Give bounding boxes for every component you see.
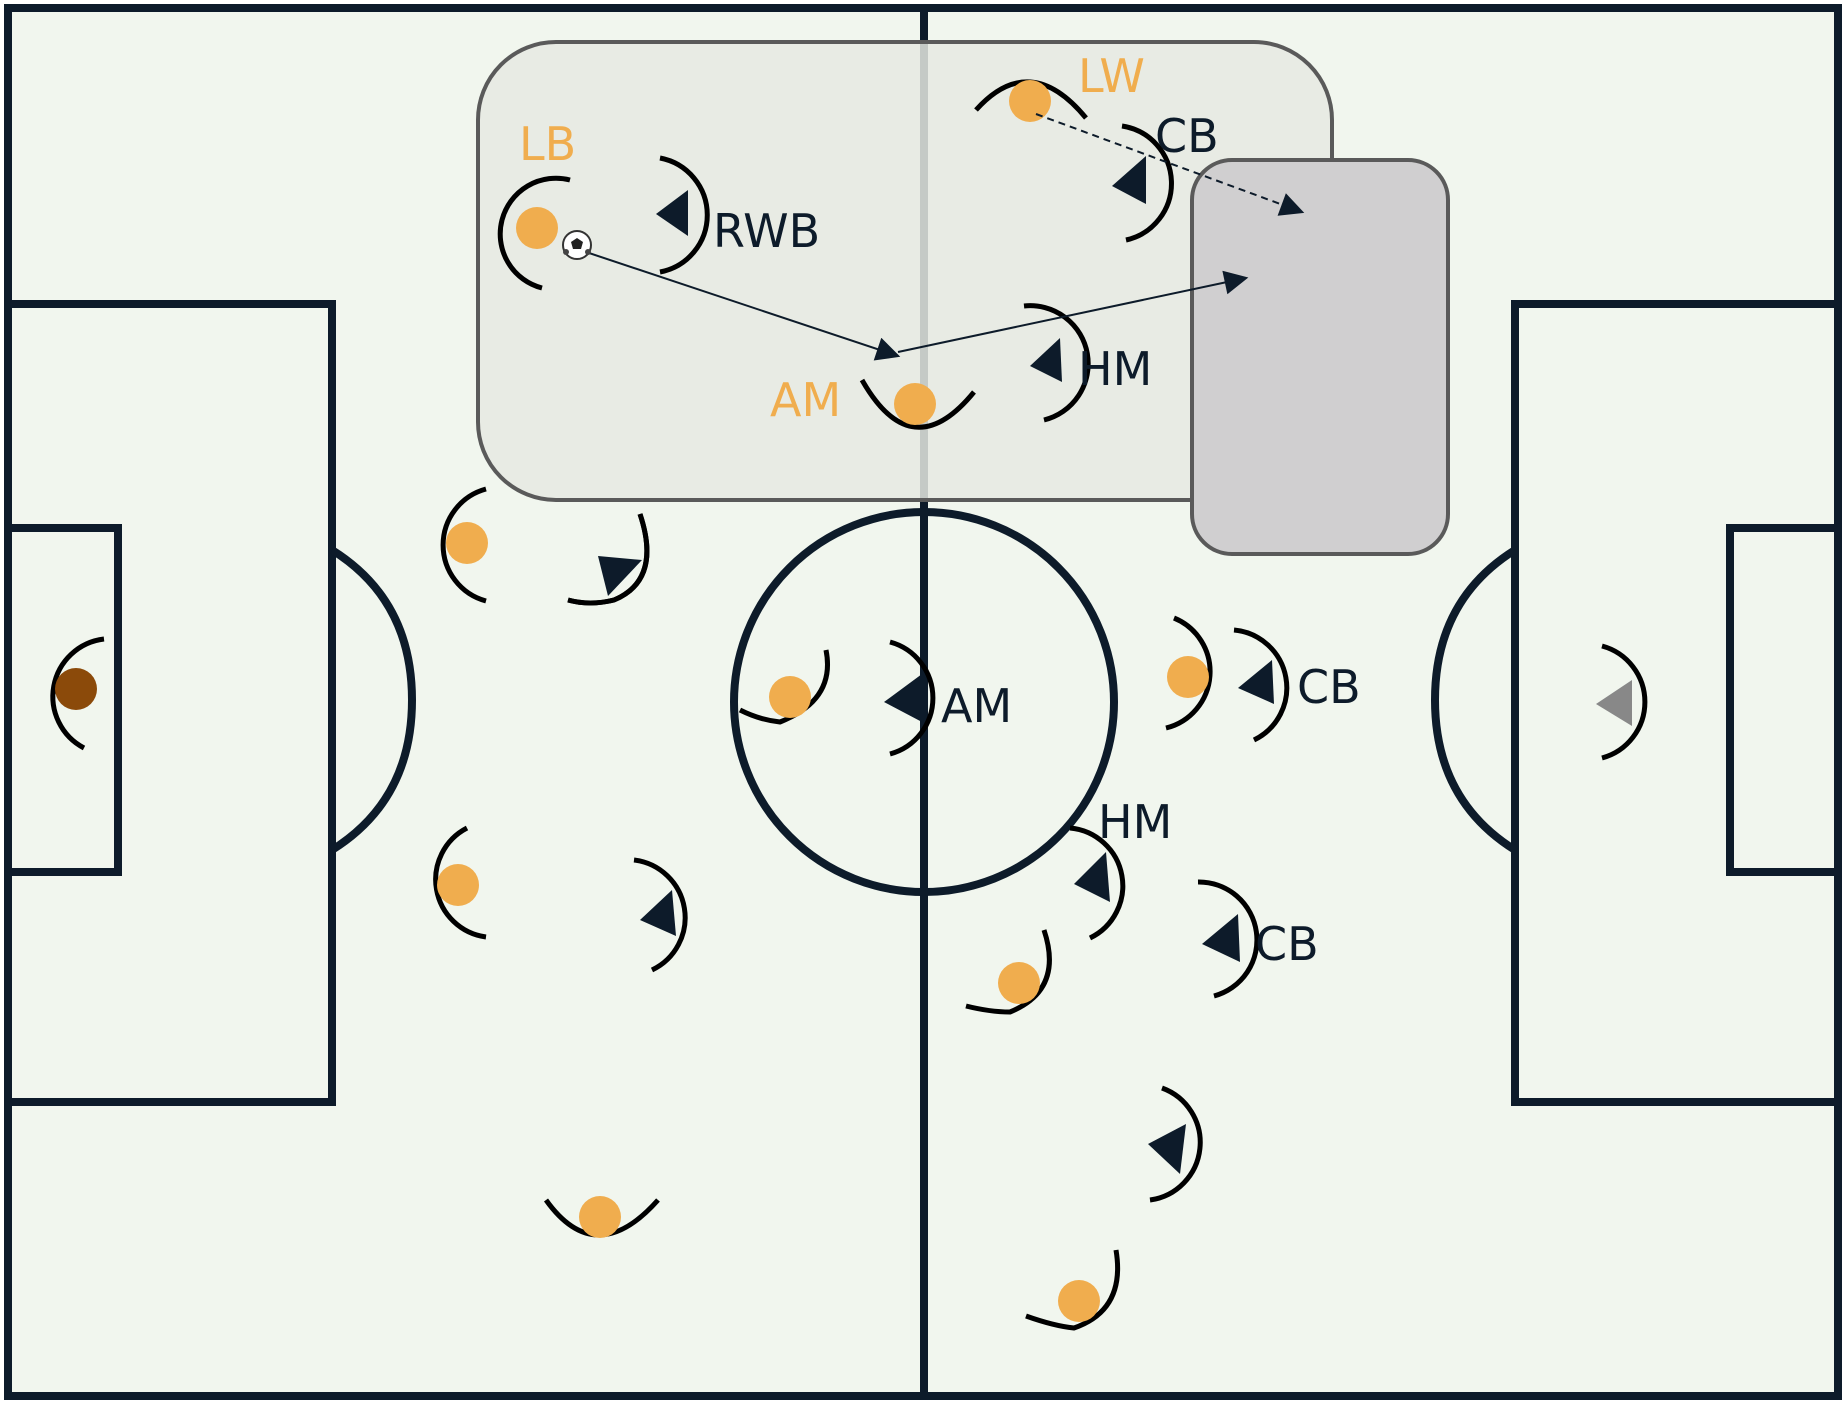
label-cb-low: CB bbox=[1255, 917, 1319, 971]
pass-arrow bbox=[897, 270, 1249, 353]
label-am-away: AM bbox=[941, 679, 1012, 733]
pass-arrow bbox=[579, 249, 901, 361]
home-player[interactable] bbox=[1025, 1249, 1121, 1331]
labels: LB LW AM RWB CB HM AM CB HM CB bbox=[519, 49, 1361, 971]
right-penalty-arc bbox=[1430, 546, 1518, 854]
away-player-hm[interactable] bbox=[1023, 303, 1091, 423]
home-player[interactable] bbox=[433, 825, 487, 940]
away-player[interactable] bbox=[567, 513, 650, 606]
label-cb-mid: CB bbox=[1297, 660, 1361, 714]
away-player-hm[interactable] bbox=[1069, 825, 1126, 941]
centre-circle bbox=[730, 508, 1118, 896]
label-rwb: RWB bbox=[713, 204, 820, 258]
home-player[interactable] bbox=[440, 486, 488, 604]
away-player[interactable] bbox=[633, 857, 688, 973]
home-team bbox=[50, 79, 1213, 1331]
label-hm-mid: HM bbox=[1098, 795, 1172, 849]
home-goalkeeper[interactable] bbox=[50, 636, 105, 751]
away-goalkeeper[interactable] bbox=[1596, 643, 1648, 761]
label-am-home: AM bbox=[770, 373, 841, 427]
home-player[interactable] bbox=[965, 929, 1052, 1015]
home-player[interactable] bbox=[738, 649, 830, 725]
home-player[interactable] bbox=[1165, 615, 1213, 731]
left-goal-area bbox=[4, 524, 122, 876]
right-goal-area bbox=[1726, 524, 1842, 876]
away-player-rwb[interactable] bbox=[656, 155, 710, 275]
label-hm-top: HM bbox=[1078, 342, 1152, 396]
home-player-lw[interactable] bbox=[974, 79, 1088, 122]
home-player-am[interactable] bbox=[859, 378, 976, 430]
away-player[interactable] bbox=[1148, 1085, 1203, 1203]
away-team bbox=[567, 123, 1648, 1203]
left-penalty-arc bbox=[329, 546, 417, 854]
home-player[interactable] bbox=[543, 1196, 660, 1238]
label-lb: LB bbox=[519, 117, 576, 171]
target-zone bbox=[1190, 158, 1450, 556]
home-player-lb[interactable] bbox=[497, 175, 571, 291]
label-cb-top: CB bbox=[1155, 109, 1219, 163]
away-player-cb[interactable] bbox=[1197, 879, 1260, 999]
away-player-am[interactable] bbox=[884, 639, 936, 757]
soccer-ball-icon bbox=[562, 230, 592, 260]
away-player-cb[interactable] bbox=[1233, 627, 1290, 743]
away-player-cb[interactable] bbox=[1112, 123, 1174, 243]
label-lw: LW bbox=[1078, 49, 1145, 103]
